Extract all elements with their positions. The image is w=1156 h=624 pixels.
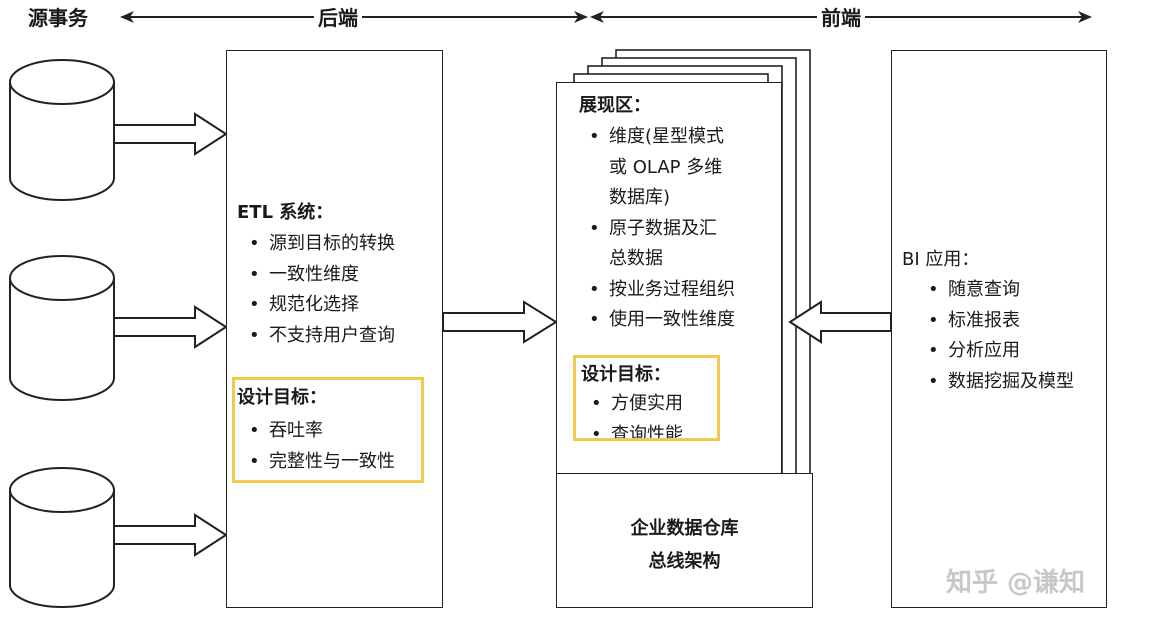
presentation-item: 维度(星型模式 xyxy=(589,122,735,153)
etl-title: ETL 系统： xyxy=(237,202,334,223)
source-to-etl-arrow-1 xyxy=(113,112,228,156)
bus-architecture-box: 企业数据仓库 总线架构 xyxy=(556,473,813,608)
database-cylinder-icon-1 xyxy=(9,59,115,201)
source-to-etl-arrow-2 xyxy=(113,305,228,349)
etl-item: 不支持用户查询 xyxy=(249,321,395,352)
etl-design-goals-title: 设计目标： xyxy=(237,387,327,408)
presentation-design-goal-item: 查询性能 xyxy=(591,420,731,442)
presentation-item-continuation: 数据库) xyxy=(609,187,671,208)
etl-design-goal-item: 完整性与一致性 xyxy=(249,447,395,478)
presentation-item-continuation: 总数据 xyxy=(609,248,663,269)
bi-item: 分析应用 xyxy=(928,336,1074,367)
bi-title: BI 应用： xyxy=(902,249,980,270)
presentation-item: 原子数据及汇 xyxy=(589,214,735,245)
source-transactions-label: 源事务 xyxy=(24,5,92,31)
etl-design-goal-item: 吞吐率 xyxy=(249,416,395,447)
etl-item: 一致性维度 xyxy=(249,260,395,291)
etl-system-box: ETL 系统： 源到目标的转换 一致性维度 规范化选择 不支持用户查询 设计目标… xyxy=(226,50,443,608)
presentation-design-goals-clip: 方便实用 查询性能 xyxy=(581,389,731,441)
presentation-design-goals-title: 设计目标： xyxy=(581,364,671,385)
etl-design-goals-highlight xyxy=(232,377,424,483)
bi-applications-box: BI 应用： 随意查询 标准报表 分析应用 数据挖掘及模型 xyxy=(891,50,1107,608)
source-to-etl-arrow-3 xyxy=(113,513,228,557)
etl-to-presentation-arrow xyxy=(442,300,558,344)
etl-design-goals-list: 吞吐率 完整性与一致性 xyxy=(249,416,395,477)
presentation-design-goal-item: 方便实用 xyxy=(591,389,731,420)
presentation-design-goals-highlight xyxy=(573,355,720,441)
presentation-design-goals-list: 方便实用 查询性能 xyxy=(591,389,731,441)
bi-item: 标准报表 xyxy=(928,306,1074,337)
bus-architecture-line-1: 企业数据仓库 xyxy=(630,518,739,539)
bus-architecture-line-2: 总线架构 xyxy=(648,551,721,572)
watermark: 知乎 @谦知 xyxy=(946,568,1086,598)
presentation-item-continuation: 或 OLAP 多维 xyxy=(609,156,723,178)
presentation-area-box: 展现区： 维度(星型模式 或 OLAP 多维 数据库) 原子数据及汇 总数据 按… xyxy=(556,82,782,475)
bi-to-presentation-arrow xyxy=(788,300,892,344)
presentation-title: 展现区： xyxy=(579,95,651,116)
backend-label: 后端 xyxy=(314,5,362,31)
etl-item: 规范化选择 xyxy=(249,290,395,321)
etl-item: 源到目标的转换 xyxy=(249,229,395,260)
presentation-item: 使用一致性维度 xyxy=(589,305,735,336)
bi-item: 数据挖掘及模型 xyxy=(928,367,1074,398)
presentation-item: 按业务过程组织 xyxy=(589,275,735,306)
database-cylinder-icon-2 xyxy=(9,255,115,401)
flow-arrows xyxy=(113,112,892,557)
etl-item-list: 源到目标的转换 一致性维度 规范化选择 不支持用户查询 xyxy=(249,229,395,351)
frontend-label: 前端 xyxy=(817,5,865,31)
database-cylinder-icon-3 xyxy=(9,467,115,608)
presentation-item-list: 维度(星型模式 或 OLAP 多维 数据库) 原子数据及汇 总数据 按业务过程组… xyxy=(589,122,735,336)
bi-item-list: 随意查询 标准报表 分析应用 数据挖掘及模型 xyxy=(928,275,1074,397)
bi-item: 随意查询 xyxy=(928,275,1074,306)
